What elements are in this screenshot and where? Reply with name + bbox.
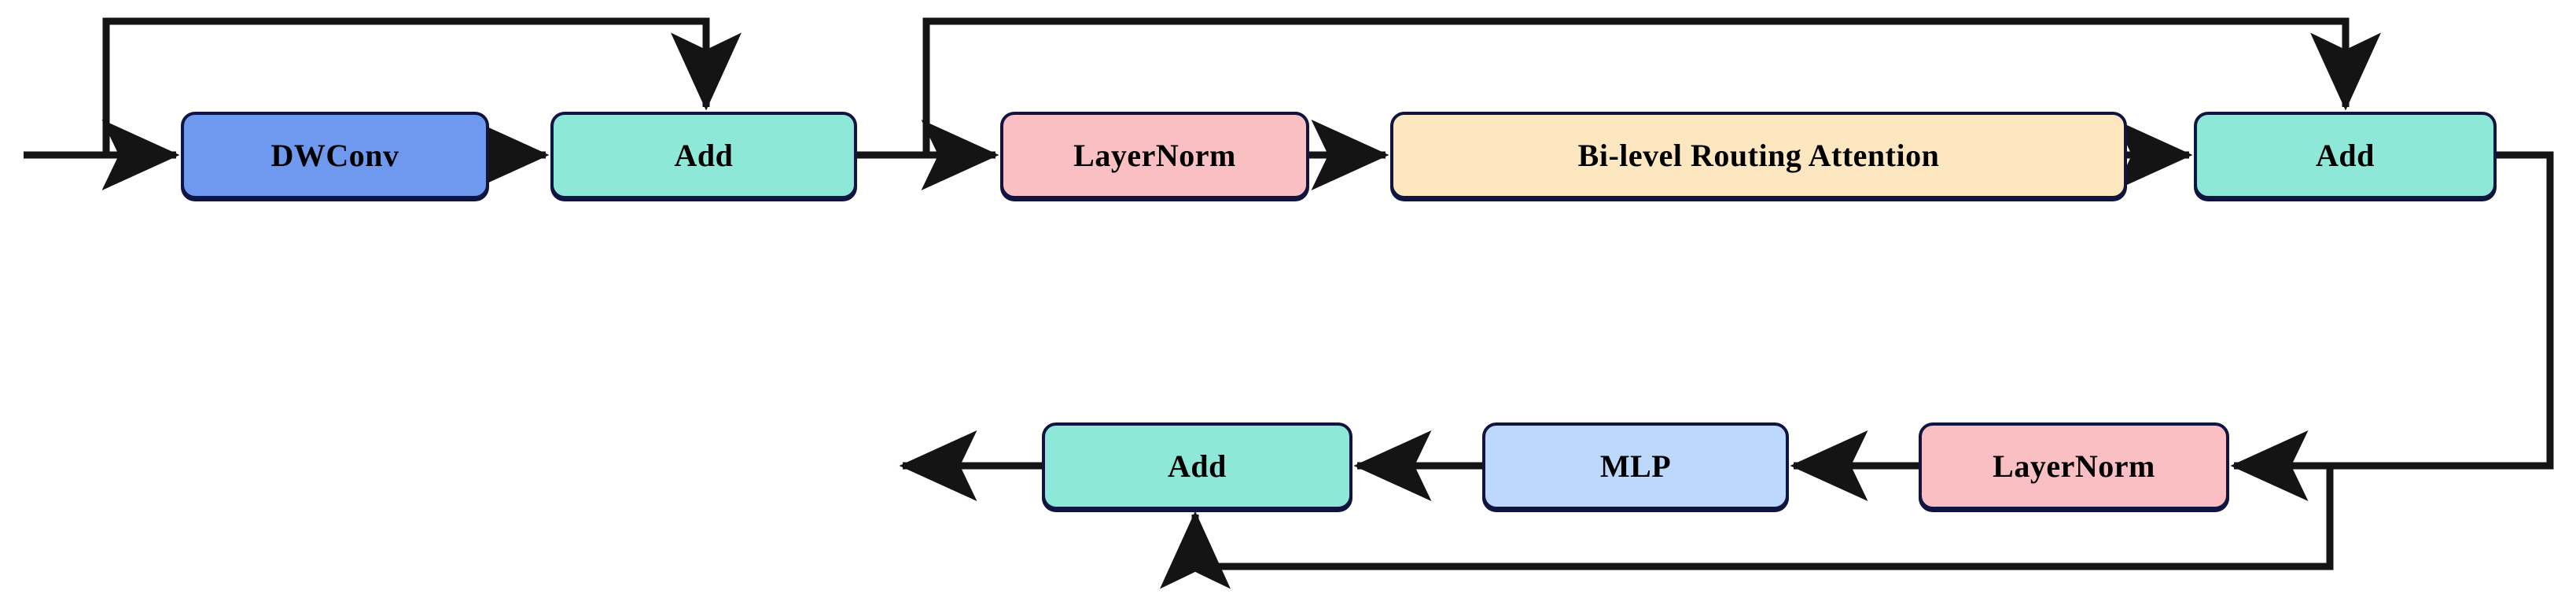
node-layernorm-1-label: LayerNorm: [1073, 137, 1236, 173]
node-bi-level-routing-attention-label: Bi-level Routing Attention: [1577, 137, 1940, 173]
node-add-3[interactable]: Add: [1042, 422, 1352, 510]
edge-skip-add2-to-add3: [1160, 466, 2334, 589]
node-add-3-label: Add: [1168, 448, 1227, 484]
node-mlp-label: MLP: [1599, 448, 1672, 484]
edge-skip-add1-to-add2: [922, 17, 2381, 155]
node-add-1-label: Add: [674, 137, 734, 173]
edge-add2-to-layernorm2: [2230, 151, 2554, 501]
node-add-2[interactable]: Add: [2194, 112, 2497, 199]
node-layernorm-1[interactable]: LayerNorm: [1000, 112, 1309, 199]
node-dwconv[interactable]: DWConv: [181, 112, 489, 199]
node-layernorm-2[interactable]: LayerNorm: [1919, 422, 2229, 510]
node-add-1[interactable]: Add: [550, 112, 857, 199]
node-layernorm-2-label: LayerNorm: [1993, 448, 2155, 484]
node-dwconv-label: DWConv: [270, 137, 399, 173]
node-mlp[interactable]: MLP: [1482, 422, 1789, 510]
node-bi-level-routing-attention[interactable]: Bi-level Routing Attention: [1390, 112, 2127, 199]
edge-skip-input-to-add1: [102, 17, 742, 155]
node-add-2-label: Add: [2316, 137, 2375, 173]
